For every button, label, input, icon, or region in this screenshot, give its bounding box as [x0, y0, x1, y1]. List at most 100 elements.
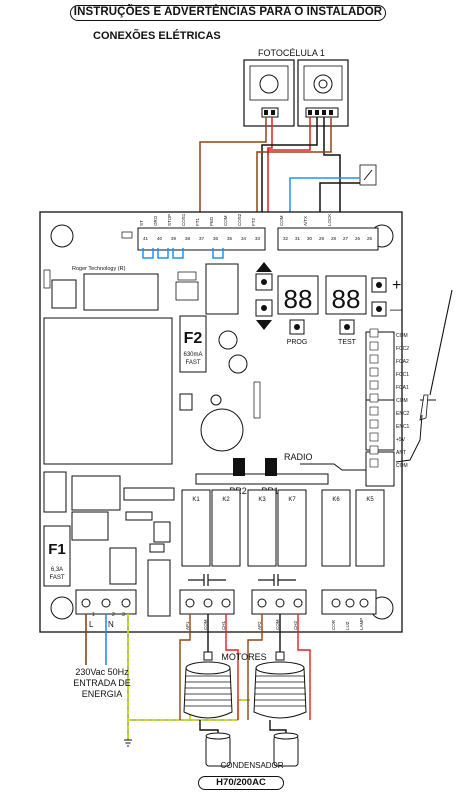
side-terminal-screw	[369, 354, 379, 364]
minus-label: —	[390, 302, 402, 316]
motor-terminal-label: CH1	[221, 621, 226, 630]
svg-text:6,3A: 6,3A	[51, 567, 63, 573]
side-terminal-label: COM	[396, 463, 408, 469]
svg-text:2: 2	[112, 612, 115, 618]
top-terminal-number: 34	[241, 236, 247, 241]
display-left: 88	[277, 275, 319, 315]
side-terminal-screw	[369, 380, 379, 390]
side-terminal-label: +5V	[396, 437, 406, 443]
top-terminal-label: ST	[139, 220, 144, 226]
header-title: INSTRUÇÕES E ADVERTÊNCIAS PARA O INSTALA…	[73, 6, 383, 18]
top-terminal-number: 27	[343, 236, 349, 241]
top-terminal-number: 39	[171, 236, 177, 241]
top-terminal-label: ORO	[153, 215, 158, 226]
model-badge: H70/200AC	[198, 776, 284, 790]
motor-1	[183, 651, 233, 719]
mount-hole-tl	[50, 224, 74, 248]
side-terminal-label: FCC1	[396, 372, 409, 378]
top-terminal-number: 40	[157, 236, 163, 241]
top-terminal-number: 29	[319, 236, 325, 241]
brand-label: Roger Technology (R)	[72, 266, 126, 272]
side-terminal-label: FCA1	[396, 385, 409, 391]
n-label: N	[108, 620, 114, 629]
aux-terminal-label: LAMP	[359, 618, 364, 630]
motor-terminal-label: COM	[203, 619, 208, 630]
svg-text:230Vac 50Hz: 230Vac 50Hz	[75, 667, 129, 677]
trimmer-pr2[interactable]	[233, 458, 245, 476]
side-terminal-screw	[369, 458, 379, 468]
top-terminal-number: 37	[199, 236, 205, 241]
section-subtitle: CONEXÕES ELÉTRICAS	[93, 30, 221, 42]
side-terminal-screw	[369, 419, 379, 429]
relay-k1: K1	[181, 489, 211, 567]
side-terminal-label: COM	[396, 398, 408, 404]
motor-cap-symbols	[188, 574, 296, 586]
transformer-top	[83, 273, 159, 311]
top-terminal-label: COM	[279, 215, 284, 226]
capacitor-label: CONDENSADOR	[220, 761, 283, 770]
top-terminal-label: COS2	[237, 213, 242, 226]
top-terminal-label: LOCK	[327, 214, 332, 226]
terminal-screw	[257, 598, 267, 608]
top-terminal-number: 35	[227, 236, 233, 241]
svg-text:K6: K6	[332, 497, 340, 503]
svg-text:K1: K1	[192, 497, 200, 503]
motors-label: MOTORES	[221, 652, 266, 662]
aux-terminal-label: LUZ	[345, 621, 350, 630]
side-terminal-label: ENC1	[396, 424, 410, 430]
side-terminal-label: ENC2	[396, 411, 410, 417]
top-terminal-label: PED	[209, 216, 214, 226]
board-capacitor-1	[218, 330, 238, 350]
transformer	[43, 317, 173, 465]
photocell-wires	[199, 117, 341, 212]
top-terminal-number: 28	[331, 236, 337, 241]
svg-text:F1: F1	[48, 541, 66, 558]
header-banner: INSTRUÇÕES E ADVERTÊNCIAS PARA O INSTALA…	[70, 5, 386, 21]
up-arrow-icon	[256, 262, 272, 272]
top-terminal-number: 41	[143, 236, 149, 241]
top-terminal-number: 25	[367, 236, 373, 241]
top-terminal-number: 31	[295, 236, 301, 241]
motor-2	[253, 651, 307, 719]
terminal-screw	[331, 598, 341, 608]
test-label: TEST	[338, 339, 357, 346]
motor-terminal-label: AP1	[185, 621, 190, 630]
top-terminal-number: 30	[307, 236, 313, 241]
side-terminal-label: ANT	[396, 450, 406, 456]
side-terminal-label: FCC2	[396, 346, 409, 352]
jumper-wires	[142, 248, 224, 259]
terminal-screw	[185, 598, 195, 608]
top-terminal-label: COM	[223, 215, 228, 226]
top-terminal-label: COS1	[181, 213, 186, 226]
aux-terminal-label: COR	[331, 619, 336, 630]
svg-text:K2: K2	[222, 497, 230, 503]
svg-text:K3: K3	[258, 497, 266, 503]
svg-text:630mA: 630mA	[183, 352, 202, 358]
top-terminal-block: 41ST40ORO39STOP38COS137FT136PED35COM34CO…	[137, 213, 379, 251]
fuse-f2: F2 630mA FAST	[179, 315, 207, 373]
side-terminal-screw	[369, 393, 379, 403]
capacitor-1	[205, 732, 231, 767]
top-terminal-number: 36	[213, 236, 219, 241]
trimmer-pr1[interactable]	[265, 458, 277, 476]
svg-text:K5: K5	[366, 497, 374, 503]
side-terminal-screw	[369, 341, 379, 351]
svg-text:F2: F2	[184, 330, 203, 347]
terminal-screw	[275, 598, 285, 608]
terminal-screw	[293, 598, 303, 608]
side-terminal-screw	[369, 445, 379, 455]
antenna	[395, 289, 453, 463]
motor-terminal-label: AP2	[257, 621, 262, 630]
terminal-screw	[221, 598, 231, 608]
prog-label: PROG	[287, 339, 308, 346]
svg-text:88: 88	[332, 284, 361, 314]
key-switch	[289, 164, 377, 212]
svg-text:FAST: FAST	[49, 575, 64, 581]
power-terminal-block: 1 2 3	[75, 589, 137, 618]
side-terminal-screw	[369, 328, 379, 338]
relay-k6: K6	[321, 489, 351, 567]
